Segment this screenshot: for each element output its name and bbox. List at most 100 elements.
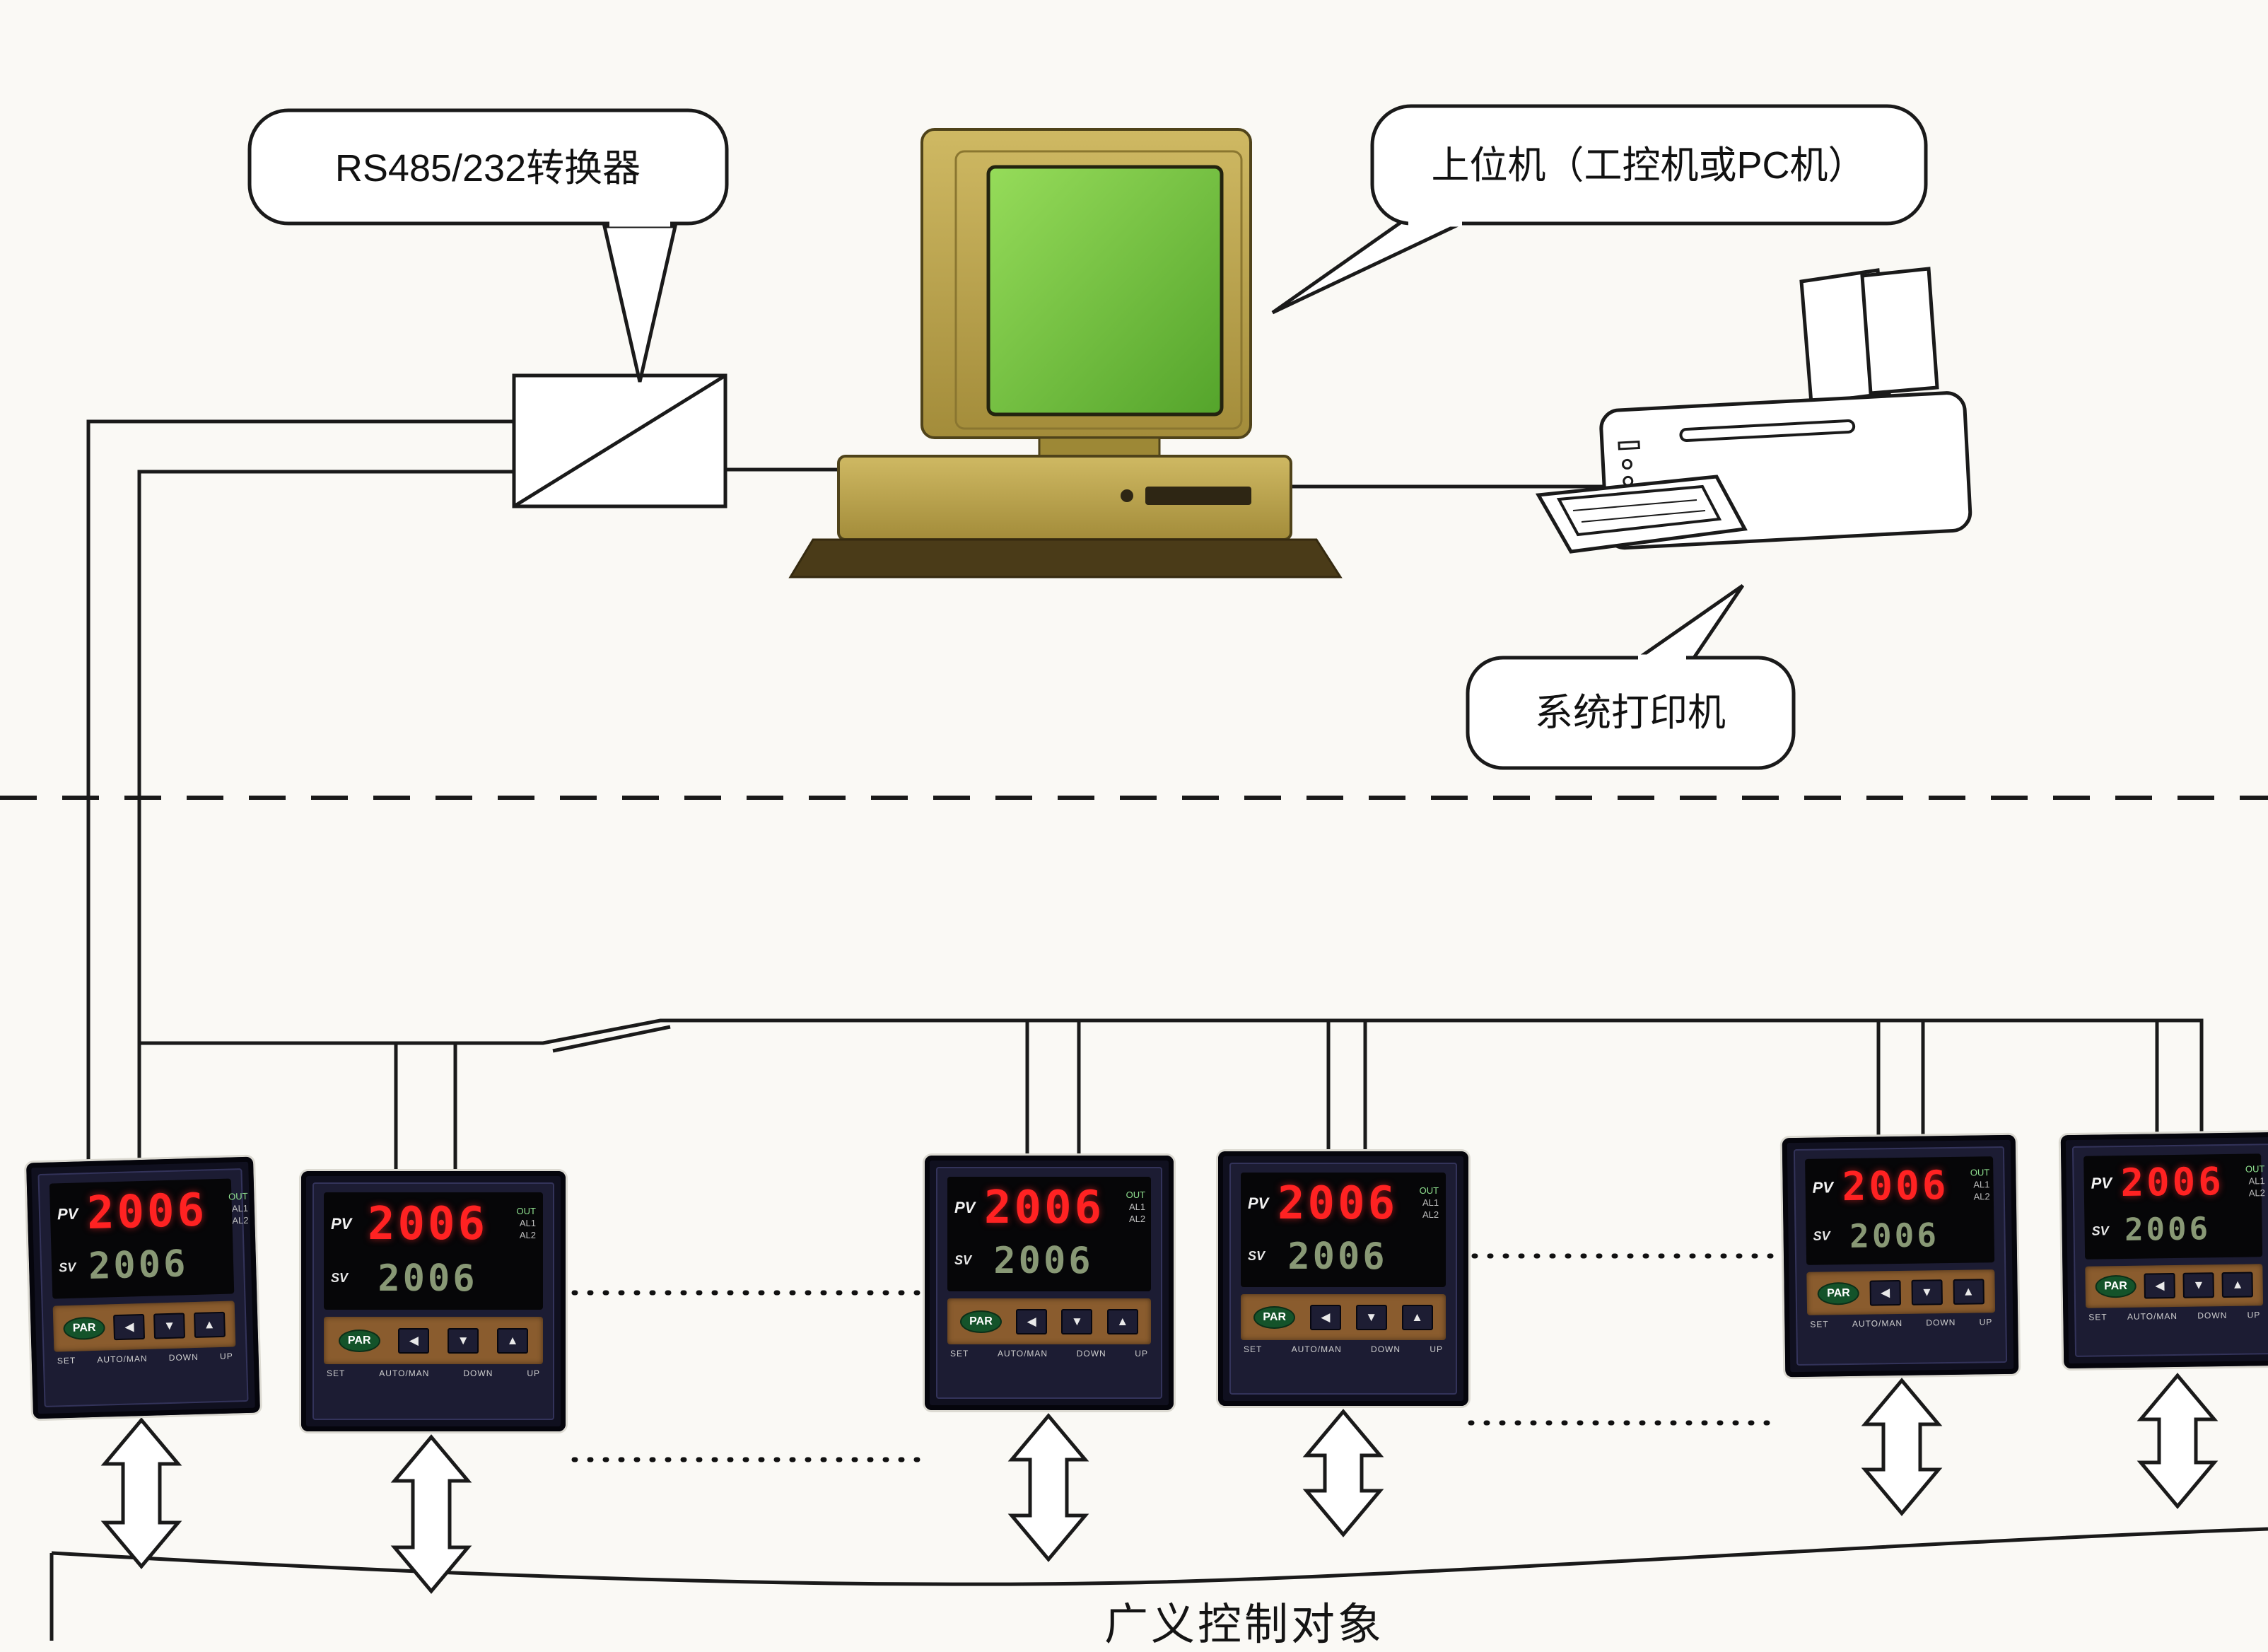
shift-key: ◀: [1869, 1279, 1901, 1306]
key-captions: SET AUTO/MAN DOWN UP: [947, 1349, 1151, 1359]
key-captions: SET AUTO/MAN DOWN UP: [1241, 1344, 1446, 1354]
temp-controller-2: PV 2006 OUT AL1 AL2 SV 2006 PAR ◀ ▼: [301, 1171, 566, 1431]
indicator-al1: AL1: [231, 1203, 249, 1214]
automan-caption: AUTO/MAN: [997, 1349, 1048, 1359]
down-caption: DOWN: [1926, 1317, 1956, 1328]
up-key: ▲: [1401, 1304, 1433, 1330]
callout-printer: 系统打印机: [1466, 583, 1796, 770]
sv-label: SV: [1248, 1249, 1265, 1263]
callout-converter-label: RS485/232转换器: [335, 147, 641, 190]
key-captions: SET AUTO/MAN DOWN UP: [1807, 1317, 1995, 1330]
temp-controller-1: PV 2006 OUT AL1 AL2 SV 2006 PAR ◀ ▼: [26, 1156, 260, 1419]
converter-box: [512, 373, 727, 508]
ellipsis-dotted-lines: [571, 1253, 1782, 1462]
indicator-al1: AL1: [1128, 1202, 1146, 1213]
indicator-out: OUT: [1419, 1185, 1439, 1197]
temp-controller-3: PV 2006 OUT AL1 AL2 SV 2006 PAR ◀ ▼: [925, 1156, 1174, 1410]
controller-face: PV 2006 OUT AL1 AL2 SV 2006 PAR ◀ ▼: [2071, 1144, 2268, 1357]
updown-arrow: [390, 1434, 472, 1594]
sv-row: SV 2006: [1248, 1230, 1439, 1283]
indicator-out: OUT: [228, 1191, 248, 1202]
down-caption: DOWN: [463, 1368, 493, 1378]
paper-sheet: [1860, 267, 1939, 395]
indicator-al2: AL2: [1128, 1213, 1146, 1224]
indicator-labels: OUT AL1 AL2: [499, 1206, 536, 1241]
controller-face: PV 2006 OUT AL1 AL2 SV 2006 PAR ◀ ▼: [936, 1167, 1162, 1399]
updown-arrow: [100, 1417, 182, 1569]
automan-caption: AUTO/MAN: [97, 1354, 148, 1366]
callout-converter: RS485/232转换器: [247, 108, 729, 383]
updown-arrow: [1861, 1378, 1943, 1516]
indicator-al2: AL2: [1422, 1209, 1439, 1220]
callout-host-label: 上位机（工控机或PC机）: [1431, 144, 1866, 187]
shift-key: ◀: [398, 1327, 430, 1354]
sv-value: 2006: [1287, 1235, 1388, 1278]
up-key: ▲: [497, 1327, 529, 1354]
keyboard: [788, 538, 1343, 578]
monitor-stand: [1038, 436, 1161, 458]
controller-display: PV 2006 OUT AL1 AL2 SV 2006: [324, 1192, 543, 1310]
indicator-al2: AL2: [232, 1215, 249, 1226]
automan-caption: AUTO/MAN: [1852, 1317, 1903, 1329]
temp-controller-6: PV 2006 OUT AL1 AL2 SV 2006 PAR ◀ ▼: [2060, 1132, 2268, 1369]
sv-value: 2006: [1849, 1215, 1940, 1255]
bus-wiring: [86, 419, 2204, 1177]
set-caption: SET: [950, 1349, 969, 1359]
controller-display: PV 2006 OUT AL1 AL2 SV 2006: [1241, 1173, 1446, 1287]
sv-label: SV: [1813, 1228, 1830, 1243]
up-caption: UP: [1430, 1344, 1443, 1354]
controller-face: PV 2006 OUT AL1 AL2 SV 2006 PAR ◀ ▼: [312, 1182, 554, 1420]
indicator-al1: AL1: [1973, 1179, 1990, 1190]
up-caption: UP: [219, 1351, 233, 1362]
pv-label: PV: [954, 1198, 976, 1216]
control-object-label: 广义控制对象: [1104, 1600, 1384, 1649]
monitor-screen: [986, 165, 1224, 417]
printer-illustration: [1535, 267, 1972, 554]
down-key: ▼: [153, 1313, 186, 1339]
set-caption: SET: [2088, 1312, 2108, 1322]
pv-row: PV 2006 OUT AL1 AL2: [954, 1181, 1146, 1234]
up-key: ▲: [193, 1311, 226, 1338]
par-button: PAR: [1817, 1281, 1859, 1305]
controller-keypad: PAR ◀ ▼ ▲: [52, 1301, 236, 1353]
set-caption: SET: [327, 1368, 346, 1378]
pv-value: 2006: [367, 1197, 489, 1250]
io-arrows: [100, 1373, 2219, 1594]
par-button: PAR: [63, 1316, 105, 1340]
controller-face: PV 2006 OUT AL1 AL2 SV 2006 PAR ◀ ▼: [37, 1168, 249, 1407]
controller-keypad: PAR ◀ ▼ ▲: [324, 1317, 543, 1364]
indicator-out: OUT: [516, 1206, 536, 1217]
pv-row: PV 2006 OUT AL1 AL2: [1248, 1177, 1439, 1230]
up-caption: UP: [1135, 1349, 1148, 1359]
temp-controller-5: PV 2006 OUT AL1 AL2 SV 2006 PAR ◀ ▼: [1782, 1134, 2019, 1378]
pv-value: 2006: [86, 1184, 209, 1240]
indicator-al1: AL1: [2248, 1175, 2265, 1187]
sv-label: SV: [331, 1271, 349, 1286]
up-caption: UP: [527, 1368, 540, 1378]
temp-controller-4: PV 2006 OUT AL1 AL2 SV 2006 PAR ◀ ▼: [1218, 1151, 1468, 1406]
pv-row: PV 2006 OUT AL1 AL2: [331, 1197, 536, 1251]
indicator-labels: OUT AL1 AL2: [1109, 1189, 1146, 1225]
pv-value: 2006: [984, 1181, 1105, 1234]
down-key: ▼: [1911, 1279, 1943, 1305]
par-button: PAR: [2095, 1275, 2137, 1298]
indicator-labels: OUT AL1 AL2: [1402, 1185, 1439, 1221]
up-key: ▲: [2221, 1272, 2254, 1298]
sv-value: 2006: [2124, 1211, 2211, 1249]
set-caption: SET: [57, 1356, 76, 1366]
sv-label: SV: [2091, 1223, 2109, 1238]
down-caption: DOWN: [2197, 1310, 2228, 1321]
key-captions: SET AUTO/MAN DOWN UP: [2086, 1310, 2263, 1322]
controller-keypad: PAR ◀ ▼ ▲: [947, 1298, 1151, 1344]
pv-label: PV: [2091, 1174, 2112, 1193]
automan-caption: AUTO/MAN: [2127, 1311, 2178, 1322]
indicator-labels: OUT AL1 AL2: [211, 1191, 249, 1227]
pv-label: PV: [1248, 1194, 1269, 1212]
sv-row: SV 2006: [58, 1236, 227, 1294]
down-key: ▼: [1061, 1308, 1093, 1334]
par-button: PAR: [1253, 1305, 1296, 1329]
controller-face: PV 2006 OUT AL1 AL2 SV 2006 PAR ◀ ▼: [1229, 1163, 1457, 1395]
updown-arrow: [2137, 1373, 2219, 1509]
